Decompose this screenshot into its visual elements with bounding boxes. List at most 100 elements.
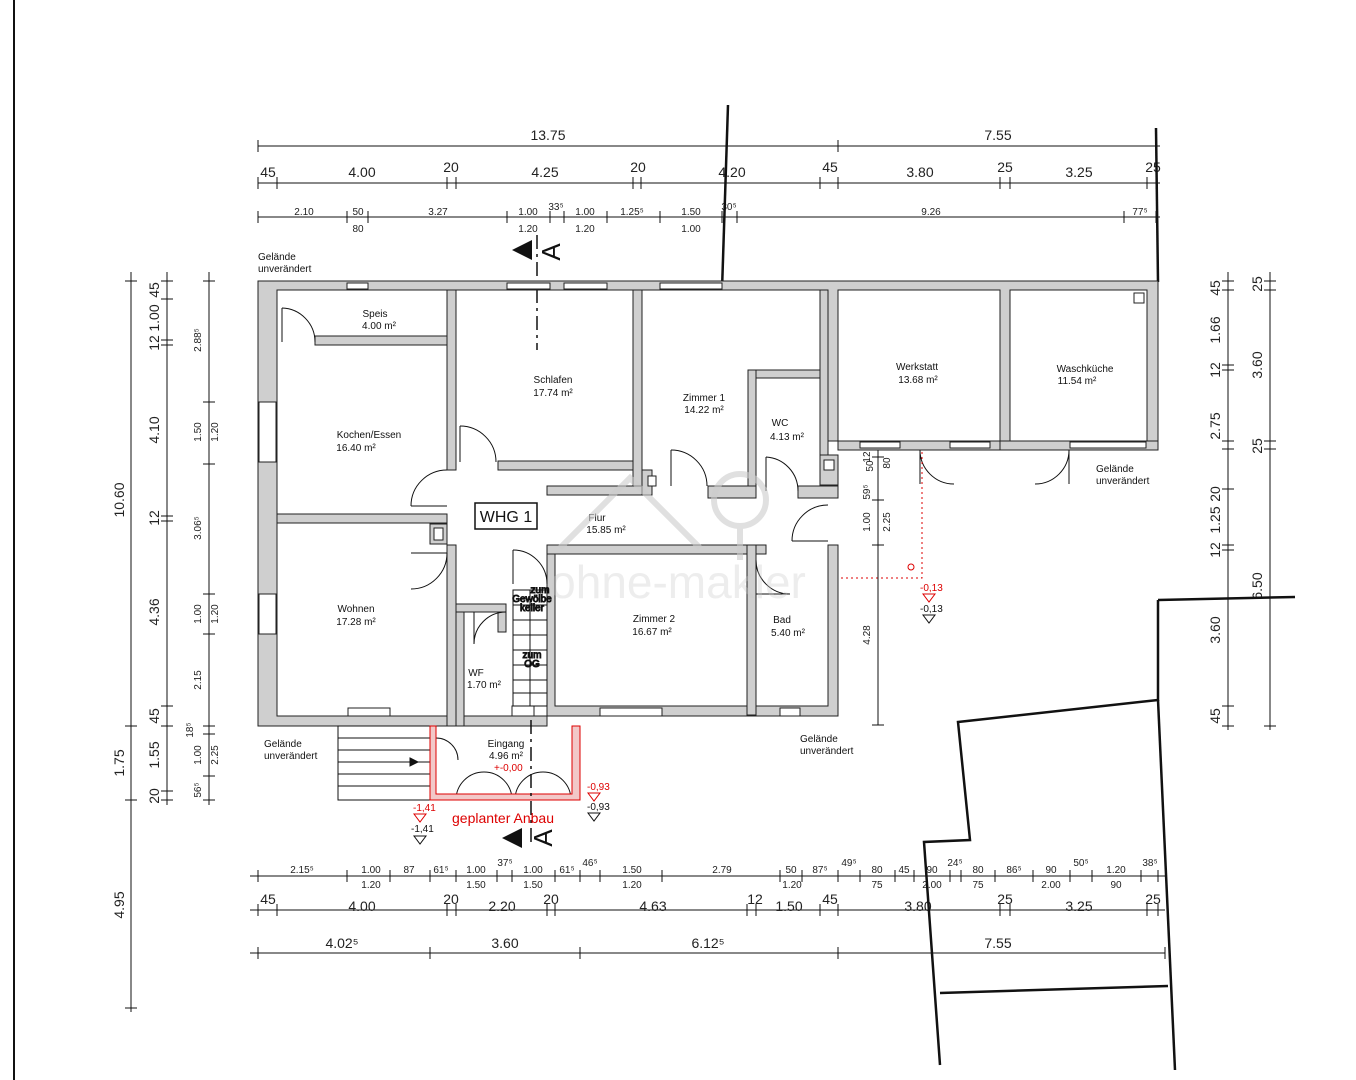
svg-text:4.00 m²: 4.00 m² <box>362 321 397 332</box>
svg-text:WF: WF <box>468 668 484 679</box>
svg-text:ohne-makler: ohne-makler <box>550 556 806 608</box>
svg-text:90: 90 <box>1110 880 1122 891</box>
staircase: zum Gewölbe keller zum OG <box>512 585 553 707</box>
svg-text:1.25⁵: 1.25⁵ <box>620 207 644 218</box>
svg-text:45: 45 <box>146 282 162 298</box>
svg-text:4.02⁵: 4.02⁵ <box>325 935 358 951</box>
svg-text:Zimmer 1: Zimmer 1 <box>683 393 726 404</box>
svg-text:5.40 m²: 5.40 m² <box>771 628 806 639</box>
level-marker-line <box>838 452 923 579</box>
svg-text:1.00: 1.00 <box>523 865 543 876</box>
svg-text:-0,93: -0,93 <box>587 802 610 813</box>
svg-text:11.54 m²: 11.54 m² <box>1058 376 1097 387</box>
svg-text:Flur: Flur <box>588 513 606 524</box>
windows <box>258 282 1147 717</box>
svg-text:Gelände: Gelände <box>1096 464 1134 475</box>
exterior-steps <box>337 725 431 801</box>
svg-text:Zimmer 2: Zimmer 2 <box>633 614 676 625</box>
svg-text:OG: OG <box>524 659 540 670</box>
svg-text:2.25: 2.25 <box>882 512 893 532</box>
svg-text:1.20: 1.20 <box>210 422 221 442</box>
section-cut-line <box>720 104 730 291</box>
svg-text:30⁵: 30⁵ <box>721 202 736 213</box>
svg-text:90: 90 <box>1045 865 1057 876</box>
svg-text:50: 50 <box>865 460 876 472</box>
level-markers: +-0,00 -1,41 -1,41 -0,93 -0,93 -0,13 -0,… <box>411 583 943 845</box>
svg-text:20: 20 <box>1207 486 1223 502</box>
svg-text:75: 75 <box>972 880 984 891</box>
svg-text:1.66: 1.66 <box>1207 316 1223 343</box>
svg-text:3.60: 3.60 <box>1207 616 1223 643</box>
svg-text:1.20: 1.20 <box>361 880 381 891</box>
svg-text:2.20: 2.20 <box>488 898 515 914</box>
svg-text:3.27: 3.27 <box>428 207 448 218</box>
svg-text:25: 25 <box>1145 159 1161 175</box>
svg-text:unverändert: unverändert <box>800 746 854 757</box>
svg-text:1.00: 1.00 <box>361 865 381 876</box>
svg-text:1.55: 1.55 <box>146 741 162 768</box>
svg-text:+-0,00: +-0,00 <box>494 763 523 774</box>
svg-text:1.00: 1.00 <box>681 224 701 235</box>
svg-text:17.28 m²: 17.28 m² <box>336 617 376 628</box>
svg-text:13.75: 13.75 <box>530 127 565 143</box>
svg-text:1.25: 1.25 <box>1207 506 1223 533</box>
svg-text:45: 45 <box>822 159 838 175</box>
svg-text:3.80: 3.80 <box>906 164 933 180</box>
svg-text:25: 25 <box>997 159 1013 175</box>
svg-text:1.50: 1.50 <box>523 880 543 891</box>
svg-text:1.00: 1.00 <box>146 304 162 331</box>
right-dimensions: 3.60 6.50 45 1.66 12 2.75 20 1.25 12 3.6… <box>862 272 1276 730</box>
svg-text:15.85 m²: 15.85 m² <box>586 525 626 536</box>
svg-text:16.40 m²: 16.40 m² <box>336 443 376 454</box>
svg-text:2.10: 2.10 <box>294 207 314 218</box>
svg-text:61⁵: 61⁵ <box>433 865 448 876</box>
svg-text:1.20: 1.20 <box>622 880 642 891</box>
section-marker-top: A <box>512 235 566 350</box>
svg-text:20: 20 <box>443 891 459 907</box>
svg-text:-0,13: -0,13 <box>920 583 943 594</box>
svg-text:3.60: 3.60 <box>1249 351 1265 378</box>
svg-text:1.20: 1.20 <box>518 224 538 235</box>
svg-text:1.20: 1.20 <box>782 880 802 891</box>
svg-text:25: 25 <box>1145 891 1161 907</box>
svg-text:A: A <box>528 829 558 847</box>
svg-text:25: 25 <box>997 891 1013 907</box>
svg-text:90: 90 <box>926 865 938 876</box>
bottom-dimensions: 2.15⁵ 1.00 87 61⁵ 1.00 37⁵ 1.00 61⁵ 46⁵ … <box>250 858 1166 959</box>
svg-text:86⁵: 86⁵ <box>1006 865 1021 876</box>
svg-text:20: 20 <box>443 159 459 175</box>
watermark: ohne-makler <box>550 471 806 608</box>
svg-text:4.20: 4.20 <box>718 164 745 180</box>
svg-text:10.60: 10.60 <box>111 482 127 517</box>
svg-text:12: 12 <box>146 510 162 526</box>
svg-text:unverändert: unverändert <box>258 264 312 275</box>
svg-text:-1,41: -1,41 <box>413 803 436 814</box>
svg-text:45: 45 <box>260 164 276 180</box>
svg-text:4.13 m²: 4.13 m² <box>770 432 805 443</box>
svg-text:1.50: 1.50 <box>622 865 642 876</box>
svg-text:2.75: 2.75 <box>1207 412 1223 439</box>
svg-text:3.25: 3.25 <box>1065 164 1092 180</box>
svg-text:6.50: 6.50 <box>1249 572 1265 599</box>
svg-text:1.50: 1.50 <box>193 422 204 442</box>
property-line <box>1154 127 1160 283</box>
svg-text:4.36: 4.36 <box>146 598 162 625</box>
svg-text:A: A <box>536 243 566 261</box>
svg-text:77⁵: 77⁵ <box>1132 207 1147 218</box>
svg-text:4.25: 4.25 <box>531 164 558 180</box>
building-walls <box>257 280 1159 727</box>
svg-text:Gelände: Gelände <box>258 252 296 263</box>
svg-text:1.00: 1.00 <box>575 207 595 218</box>
svg-text:9.26: 9.26 <box>921 207 941 218</box>
svg-text:Eingang: Eingang <box>488 739 525 750</box>
svg-text:12: 12 <box>747 891 763 907</box>
svg-text:2.00: 2.00 <box>1041 880 1061 891</box>
svg-text:1.75: 1.75 <box>111 749 127 776</box>
svg-text:keller: keller <box>520 603 545 614</box>
svg-text:13.68 m²: 13.68 m² <box>898 375 938 386</box>
svg-text:49⁵: 49⁵ <box>841 858 856 869</box>
svg-text:Gewölbe: Gewölbe <box>512 594 552 605</box>
svg-text:50⁵: 50⁵ <box>1073 858 1088 869</box>
svg-text:46⁵: 46⁵ <box>582 858 597 869</box>
